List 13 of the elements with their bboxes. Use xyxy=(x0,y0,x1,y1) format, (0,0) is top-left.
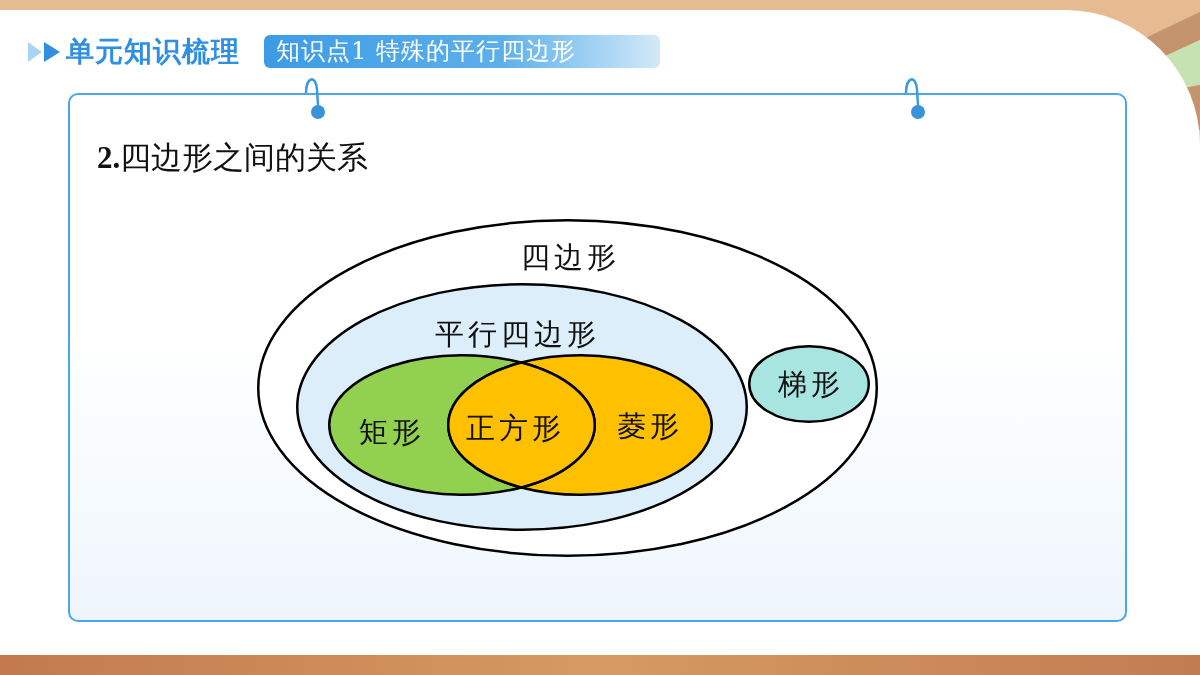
set-label: 梯形 xyxy=(777,367,844,401)
set-label: 四边形 xyxy=(519,240,620,274)
set-label: 菱形 xyxy=(616,409,683,443)
section-heading: 单元知识梳理 xyxy=(66,36,240,68)
diagram-title: 2.四边形之间的关系 xyxy=(97,140,369,176)
set-ellipse xyxy=(257,219,878,557)
set-ellipse xyxy=(748,345,870,423)
topic-banner: 知识点1 特殊的平行四边形 xyxy=(264,35,660,68)
set-label: 平行四边形 xyxy=(433,317,600,351)
overlap-region xyxy=(445,359,598,491)
set-label: 矩形 xyxy=(358,415,425,449)
set-label: 正方形 xyxy=(464,411,565,445)
set-ellipse xyxy=(296,283,748,531)
